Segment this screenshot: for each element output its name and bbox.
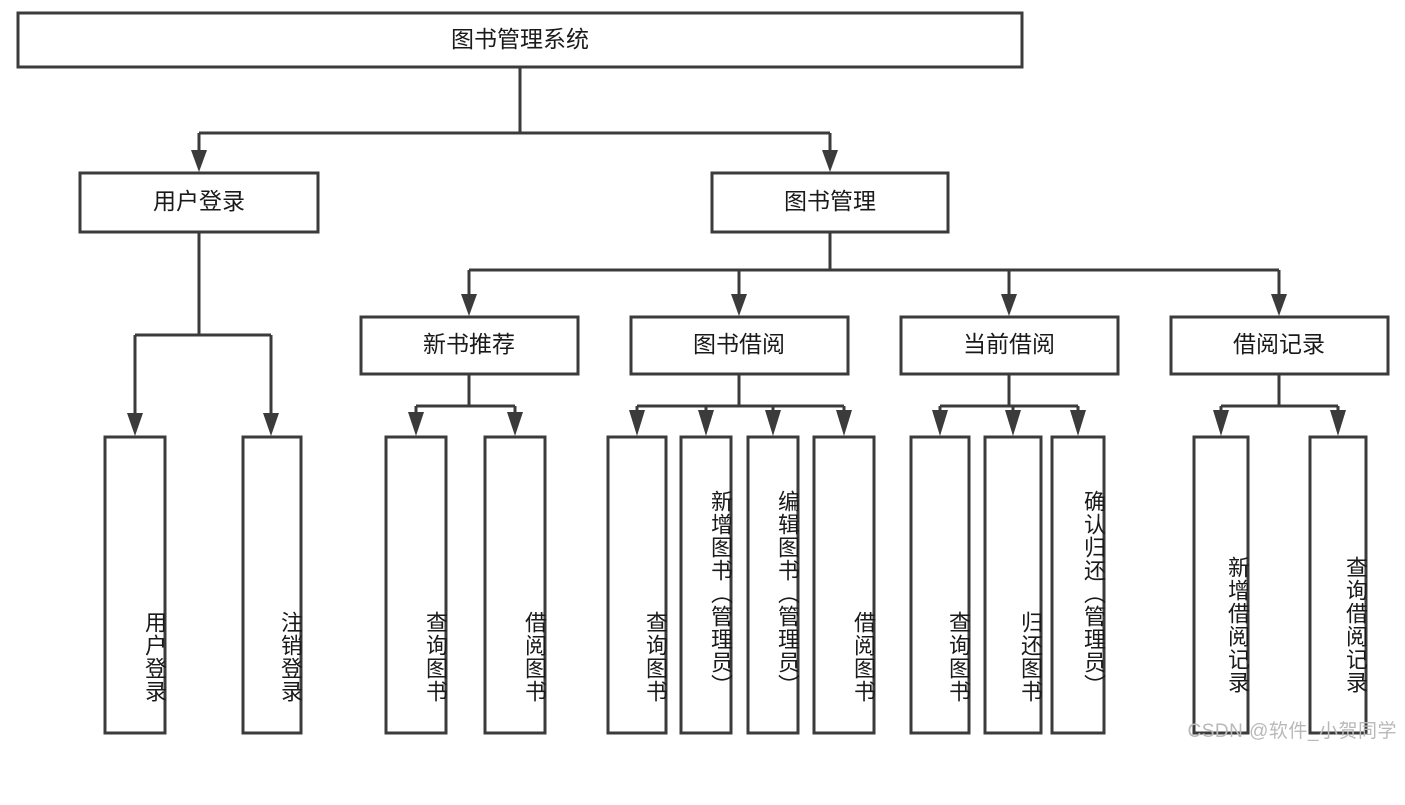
arrow-head-leaf-confirm-return-admin [1070, 410, 1086, 436]
node-root-box[interactable] [16, 11, 1024, 69]
flowchart-canvas: 图书管理系统 用户登录 图书管理 新书推荐 图书借阅 当前借阅 借阅记录 [16, 11, 1397, 742]
node-leaf-add-book-admin-box[interactable] [679, 435, 733, 735]
arrow-head-new-book-recommend [461, 294, 477, 316]
node-book-borrow-label: 图书借阅 [693, 331, 785, 357]
arrow-head-leaf-logout [263, 413, 279, 436]
arrow-head-leaf-user-login [127, 413, 143, 436]
node-leaf-return-book-box[interactable] [983, 435, 1043, 735]
connector-bookmgmt-to-level3 [461, 232, 1287, 316]
arrow-head-user-login [191, 150, 207, 172]
arrow-head-leaf-add-book-admin [698, 410, 714, 436]
node-book-borrow[interactable]: 图书借阅 [629, 315, 850, 376]
node-current-borrow-label: 当前借阅 [963, 331, 1055, 357]
node-root[interactable]: 图书管理系统 [16, 11, 1024, 69]
node-leaf-add-borrow-record-box[interactable] [1192, 435, 1250, 735]
arrow-head-current-borrow [1001, 294, 1017, 316]
connector-borrowrecord-to-leaves [1213, 374, 1346, 436]
node-user-login-box[interactable] [78, 171, 320, 234]
node-current-borrow[interactable]: 当前借阅 [899, 315, 1120, 376]
arrow-head-borrow-record [1271, 294, 1287, 316]
node-user-login[interactable]: 用户登录 [78, 171, 320, 234]
arrow-head-leaf-query-borrow-record [1330, 410, 1346, 436]
node-leaf-edit-book-admin-box[interactable] [746, 435, 800, 735]
node-book-management-label: 图书管理 [784, 188, 876, 214]
arrow-head-leaf-return-book [1005, 410, 1021, 436]
node-new-book-recommend[interactable]: 新书推荐 [359, 315, 580, 376]
node-borrow-record-box[interactable] [1169, 315, 1390, 376]
node-root-label: 图书管理系统 [451, 26, 589, 52]
arrow-head-leaf-borrow-book-recommend [507, 412, 523, 436]
node-leaf-query-borrow-record-box[interactable] [1308, 435, 1368, 735]
arrow-head-leaf-query-book-recommend [408, 412, 424, 436]
node-user-login-label: 用户登录 [153, 188, 245, 214]
connector-currentborrow-to-leaves [932, 374, 1086, 436]
arrow-head-book-borrow [731, 294, 747, 316]
connector-newbook-to-leaves [408, 374, 523, 436]
node-current-borrow-box[interactable] [899, 315, 1120, 376]
arrow-head-leaf-add-borrow-record [1213, 410, 1229, 436]
node-leaf-query-book-borrow-box[interactable] [606, 435, 668, 735]
flowchart-svg: 图书管理系统 用户登录 图书管理 新书推荐 图书借阅 当前借阅 借阅记录 [16, 11, 1390, 735]
arrow-head-leaf-edit-book-admin [765, 410, 781, 436]
node-leaf-user-login-box[interactable] [103, 435, 167, 735]
node-leaf-query-book-recommend-box[interactable] [384, 435, 448, 735]
arrow-head-leaf-query-book-borrow [629, 410, 645, 436]
connector-root-to-level2 [191, 67, 838, 172]
arrow-head-leaf-query-book-current [932, 410, 948, 436]
node-leaf-borrow-book-borrow-box[interactable] [812, 435, 876, 735]
node-book-borrow-box[interactable] [629, 315, 850, 376]
arrow-head-book-management [822, 150, 838, 172]
node-leaf-logout-box[interactable] [241, 435, 303, 735]
node-leaf-confirm-return-admin-box[interactable] [1050, 435, 1106, 735]
arrow-head-leaf-borrow-book-borrow [836, 410, 852, 436]
node-leaf-query-book-current-box[interactable] [909, 435, 971, 735]
node-borrow-record-label: 借阅记录 [1233, 331, 1325, 357]
node-book-management-box[interactable] [710, 171, 950, 234]
node-borrow-record[interactable]: 借阅记录 [1169, 315, 1390, 376]
node-new-book-recommend-label: 新书推荐 [423, 331, 515, 357]
node-leaf-borrow-book-recommend-box[interactable] [483, 435, 547, 735]
connector-bookborrow-to-leaves [629, 374, 852, 436]
node-new-book-recommend-box[interactable] [359, 315, 580, 376]
node-book-management[interactable]: 图书管理 [710, 171, 950, 234]
connector-userlogin-to-leaves [127, 232, 279, 436]
csdn-watermark: CSDN @软件_小贺同学 [1187, 721, 1397, 742]
